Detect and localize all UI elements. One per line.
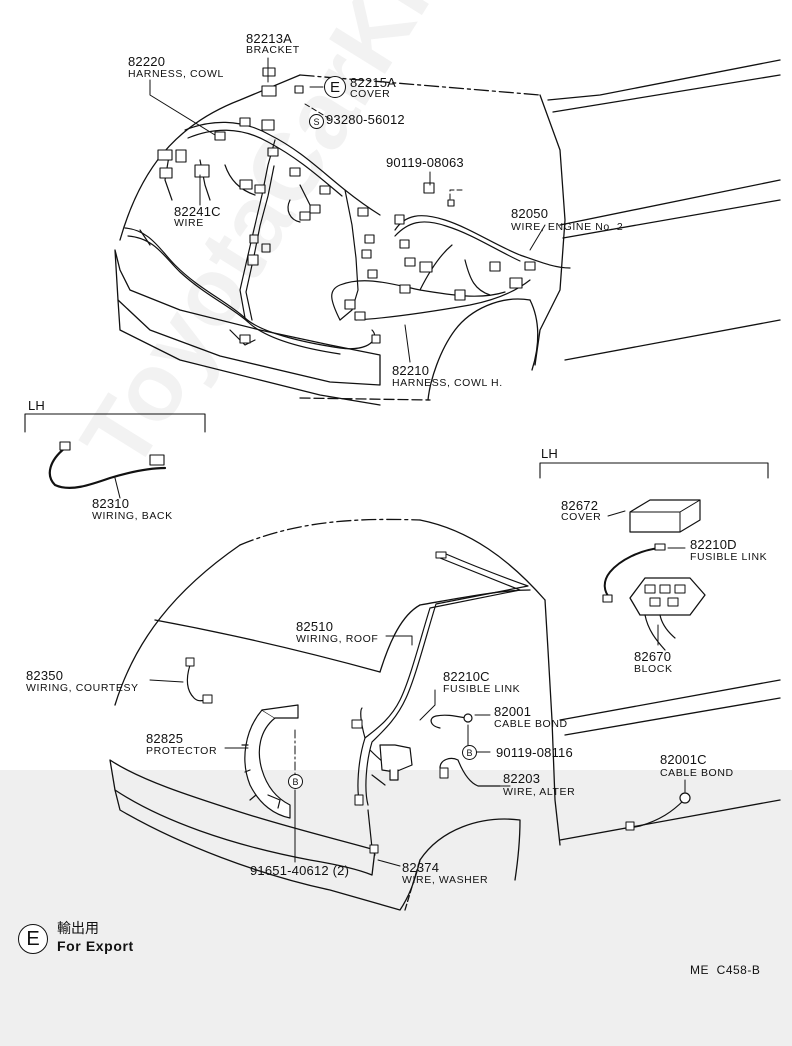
b-marker-icon: B — [462, 745, 477, 760]
part-name-wire-alter: WIRE, ALTER — [503, 786, 576, 798]
part-number-90119-08063: 90119-08063 — [386, 155, 464, 170]
cowl-harness — [124, 121, 571, 355]
legend-export-icon: E — [18, 924, 48, 954]
rear-wiring — [185, 551, 691, 856]
part-number-82210: 82210 — [392, 363, 430, 378]
part-number-82825: 82825 — [146, 731, 184, 746]
part-name-cable-bond: CABLE BOND — [494, 718, 568, 730]
section-label-lh-right: LH — [541, 446, 559, 461]
lh-block-section — [539, 462, 769, 651]
part-number-82672: 82672 — [561, 498, 599, 513]
top-connectors — [157, 67, 536, 344]
part-name-wire-engine-no2: WIRE, ENGINE No. 2 — [511, 221, 624, 233]
part-name-cover-block: COVER — [561, 511, 602, 523]
front-body-outline — [114, 59, 781, 406]
legend-for-export-text: For Export — [57, 938, 134, 954]
part-name-block: BLOCK — [634, 663, 673, 675]
part-number-82670: 82670 — [634, 649, 672, 664]
part-number-82001: 82001 — [494, 704, 532, 719]
part-number-90119-08116: 90119-08116 — [496, 745, 573, 760]
background-shade — [0, 770, 792, 1046]
part-number-91651-40612: 91651-40612 (2) — [250, 863, 350, 878]
part-number-82510: 82510 — [296, 619, 334, 634]
section-label-lh-left: LH — [28, 398, 46, 413]
part-number-82213a: 82213A — [246, 31, 293, 46]
part-name-harness-cowl-h: HARNESS, COWL H. — [392, 377, 503, 389]
part-name-wire-washer: WIRE, WASHER — [402, 874, 489, 886]
part-number-82215a: 82215A — [350, 75, 397, 90]
part-name-protector: PROTECTOR — [146, 745, 218, 757]
bottom-leaders — [149, 635, 686, 867]
part-number-82210d: 82210D — [690, 537, 737, 552]
rear-body-outline — [109, 518, 781, 911]
part-name-cable-bond-c: CABLE BOND — [660, 767, 734, 779]
part-name-wiring-roof: WIRING, ROOF — [296, 633, 379, 645]
part-name-fusible-link-c: FUSIBLE LINK — [443, 683, 521, 695]
protector — [241, 704, 299, 819]
reference-code: ME C458-B — [690, 963, 761, 977]
part-number-82310: 82310 — [92, 496, 130, 511]
part-number-82001c: 82001C — [660, 752, 707, 767]
part-number-82350: 82350 — [26, 668, 64, 683]
top-leaders — [149, 57, 546, 363]
part-number-82220: 82220 — [128, 54, 166, 69]
part-name-wiring-back: WIRING, BACK — [92, 510, 173, 522]
part-name-fusible-link-d: FUSIBLE LINK — [690, 551, 768, 563]
part-number-82241c: 82241C — [174, 204, 221, 219]
part-number-82203: 82203 — [503, 771, 541, 786]
part-name-harness-cowl: HARNESS, COWL — [128, 68, 224, 80]
b-marker-icon-protector: B — [288, 774, 303, 789]
part-name-bracket: BRACKET — [246, 44, 300, 56]
part-number-82374: 82374 — [402, 860, 440, 875]
part-name-wiring-courtesy: WIRING, COURTESY — [26, 682, 139, 694]
part-number-93280-56012: 93280-56012 — [326, 112, 405, 127]
export-marker-icon: E — [324, 76, 346, 98]
s-marker-icon: S — [309, 114, 324, 129]
part-name-cover: COVER — [350, 88, 391, 100]
lh-back-section — [24, 413, 206, 499]
legend-japanese-text: 輸出用 — [57, 920, 99, 936]
part-number-82050: 82050 — [511, 206, 549, 221]
part-number-82210c: 82210C — [443, 669, 490, 684]
part-name-wire: WIRE — [174, 217, 204, 229]
